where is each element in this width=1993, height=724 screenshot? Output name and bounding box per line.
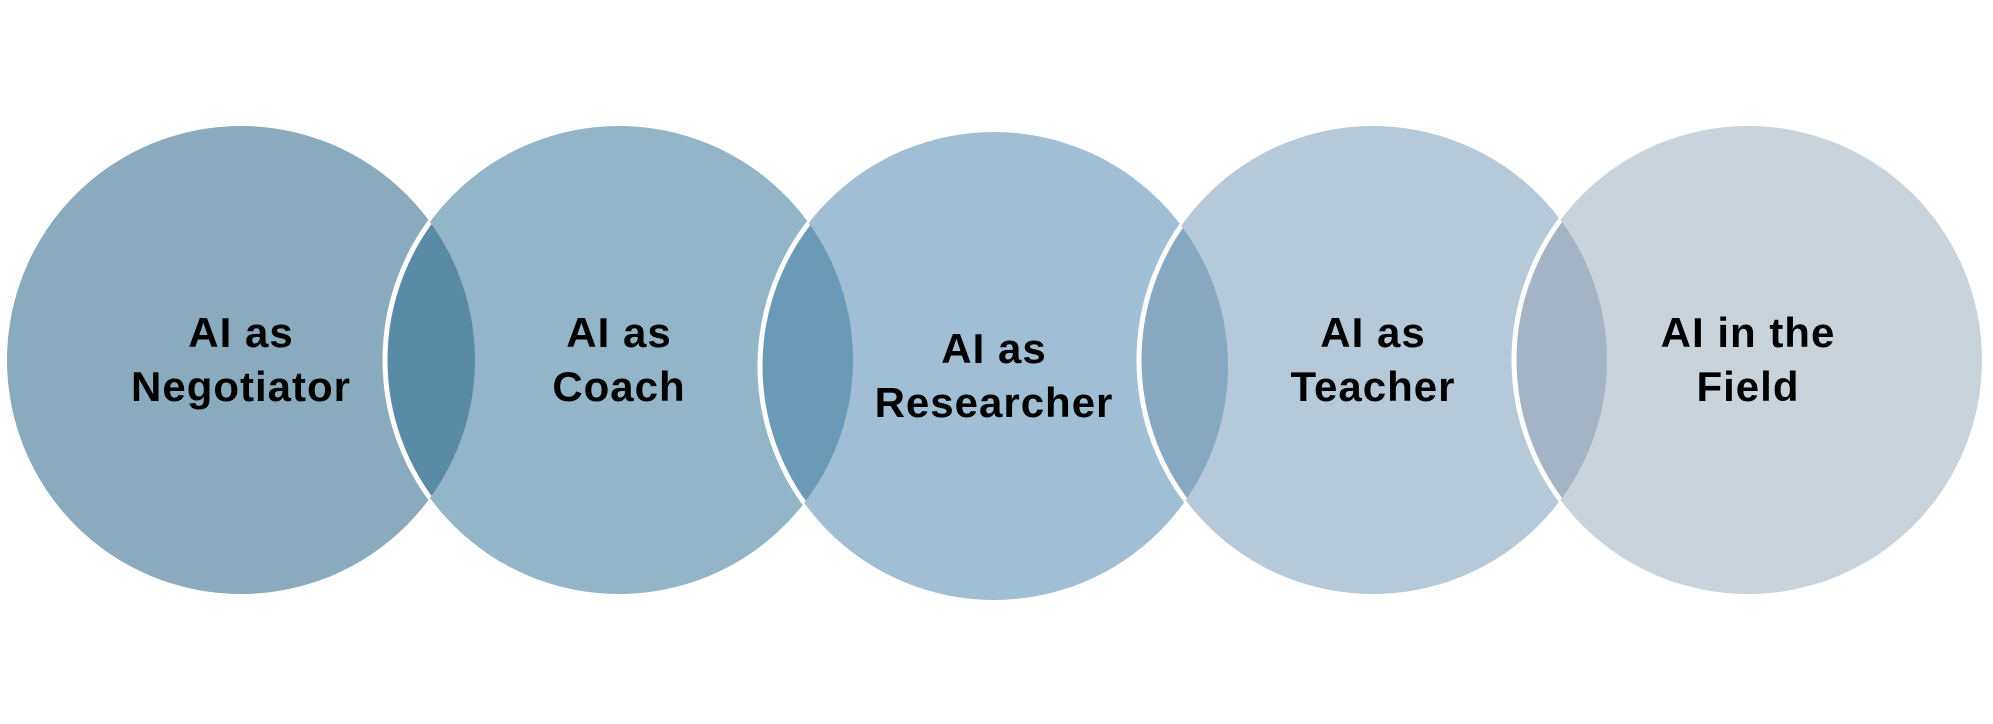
label-line-1: AI as bbox=[941, 325, 1047, 372]
circle bbox=[1139, 126, 1607, 594]
label-line-1: AI as bbox=[566, 309, 672, 356]
circle bbox=[760, 132, 1228, 600]
circle-label-teacher: AI as Teacher bbox=[1223, 306, 1523, 414]
label-line-2: Teacher bbox=[1290, 363, 1456, 410]
circle bbox=[7, 126, 475, 594]
circle bbox=[385, 126, 853, 594]
label-line-1: AI in the bbox=[1660, 309, 1836, 356]
label-line-2: Coach bbox=[552, 363, 686, 410]
overlap-edge bbox=[382, 126, 475, 594]
label-line-2: Field bbox=[1696, 363, 1800, 410]
circle-label-coach: AI as Coach bbox=[469, 306, 769, 414]
overlap-edge bbox=[1511, 126, 1607, 594]
circle-label-researcher: AI as Researcher bbox=[844, 322, 1144, 430]
label-line-1: AI as bbox=[188, 309, 294, 356]
overlap-edge bbox=[757, 129, 853, 594]
circle bbox=[1514, 126, 1982, 594]
label-line-1: AI as bbox=[1320, 309, 1426, 356]
overlap-edge bbox=[1136, 132, 1228, 597]
circle-label-negotiator: AI as Negotiator bbox=[91, 306, 391, 414]
label-line-2: Negotiator bbox=[131, 363, 351, 410]
label-line-2: Researcher bbox=[874, 379, 1114, 426]
